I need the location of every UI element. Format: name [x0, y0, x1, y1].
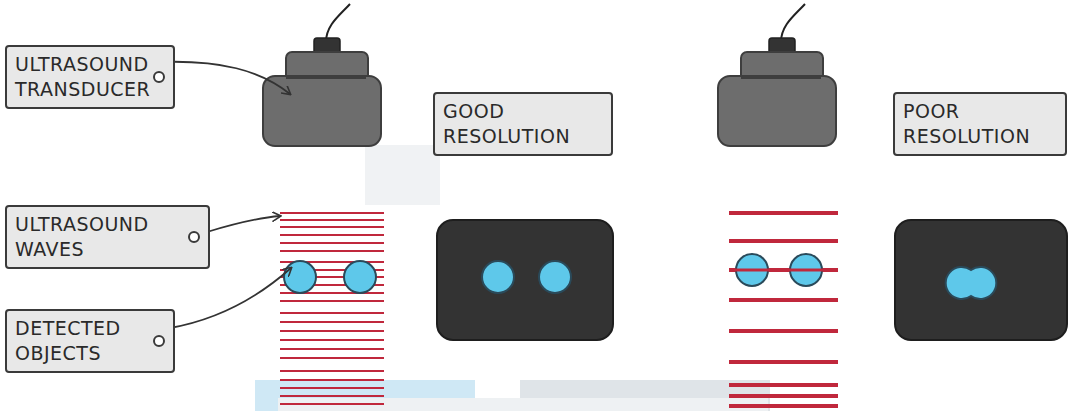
tag-hole [153, 71, 165, 83]
ultrasound-transducer [718, 4, 836, 146]
leader-arrow [160, 62, 290, 94]
ultrasound-wave [280, 339, 384, 341]
ultrasound-wave [280, 395, 384, 397]
image-object [482, 261, 514, 293]
ultrasound-wave [729, 269, 838, 272]
tag-hole [188, 231, 200, 243]
ultrasound-wave [280, 357, 384, 359]
label-tag: DETECTED OBJECTS [5, 309, 175, 373]
tag-text: ULTRASOUND WAVES [15, 212, 180, 262]
ultrasound-wave [280, 242, 384, 244]
tag-hole [153, 335, 165, 347]
ultrasound-wave [280, 219, 384, 221]
label-tag: POOR RESOLUTION [893, 92, 1067, 156]
ultrasound-wave [280, 250, 384, 252]
ultrasound-wave [280, 226, 384, 228]
ultrasound-wave [280, 300, 384, 302]
tag-text: POOR RESOLUTION [903, 99, 1057, 149]
label-tag: GOOD RESOLUTION [433, 92, 613, 156]
image-object [539, 261, 571, 293]
merged-image-object [946, 267, 997, 299]
label-tag: ULTRASOUND TRANSDUCER [5, 45, 175, 109]
ultrasound-wave [280, 370, 384, 372]
ultrasound-wave [280, 348, 384, 350]
watermark-block [365, 145, 440, 205]
ultrasound-waves [729, 213, 838, 406]
ultrasound-waves [280, 213, 384, 404]
detected-object [344, 261, 376, 293]
ultrasound-wave [280, 234, 384, 236]
ultrasound-wave [280, 403, 384, 405]
detected-object [284, 261, 316, 293]
ultrasound-transducer [263, 4, 381, 146]
tag-text: DETECTED OBJECTS [15, 316, 145, 366]
ultrasound-wave [280, 312, 384, 314]
watermark-block [278, 398, 768, 411]
tag-text: ULTRASOUND TRANSDUCER [15, 52, 145, 102]
leader-arrow [207, 216, 280, 232]
label-tag: ULTRASOUND WAVES [5, 205, 210, 269]
ultrasound-wave [280, 321, 384, 323]
ultrasound-wave [280, 387, 384, 389]
ultrasound-wave [280, 212, 384, 214]
ultrasound-wave [280, 330, 384, 332]
leader-arrow [170, 268, 291, 328]
display-screen [437, 220, 613, 340]
ultrasound-wave [280, 379, 384, 381]
display-screen [895, 220, 1067, 340]
tag-text: GOOD RESOLUTION [443, 99, 603, 149]
